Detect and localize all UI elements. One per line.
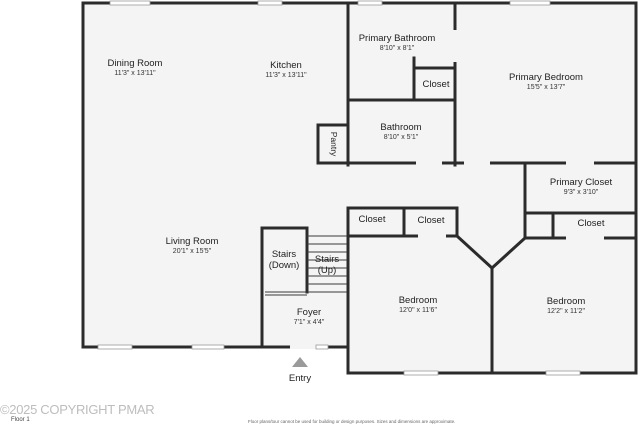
room-stairs-down: Stairs (Down): [269, 249, 300, 271]
room-name-line2: (Up): [317, 265, 337, 276]
room-name: Primary Bathroom: [358, 33, 436, 44]
room-name: Closet: [577, 218, 605, 229]
room-kitchen: Kitchen 11'3" x 13'11": [265, 60, 306, 80]
room-name: Closet: [417, 215, 445, 226]
room-name: Dining Room: [107, 58, 163, 69]
entry-label: Entry: [288, 373, 312, 384]
room-dimensions: 8'10" x 8'1": [379, 45, 415, 52]
room-dimensions: 7'1" x 4'4": [293, 319, 325, 326]
room-name-line2: (Down): [268, 260, 300, 271]
room-stairs-up: Stairs (Up): [315, 254, 339, 276]
room-closet-right: Closet: [578, 218, 605, 229]
entry-arrow-icon: [292, 357, 308, 367]
room-closet-mid: Closet: [418, 215, 445, 226]
room-living-room: Living Room 20'1" x 15'5": [166, 236, 219, 256]
room-dimensions: 11'3" x 13'11": [265, 72, 307, 79]
stair-treads: [265, 235, 347, 296]
room-primary-closet: Primary Closet 9'3" x 3'10": [550, 177, 612, 197]
disclaimer-text: Floor plans/tour cannot be used for buil…: [248, 419, 456, 424]
copyright-watermark: ©2025 COPYRIGHT PMAR: [0, 402, 155, 417]
room-primary-bathroom: Primary Bathroom 8'10" x 8'1": [359, 33, 436, 53]
floor-label: Floor 1: [11, 417, 30, 423]
room-dimensions: 15'5" x 13'7": [526, 84, 566, 91]
room-name: Closet: [422, 79, 450, 90]
room-dimensions: 11'3" x 13'11": [114, 70, 156, 77]
room-dimensions: 12'0" x 11'6": [399, 307, 437, 314]
room-name: Bedroom: [398, 295, 438, 306]
room-primary-bedroom: Primary Bedroom 15'5" x 13'7": [509, 72, 583, 92]
room-name: Closet: [358, 214, 386, 225]
room-closet-left: Closet: [359, 214, 386, 225]
room-name: Kitchen: [270, 60, 302, 71]
room-name: Primary Closet: [549, 177, 613, 188]
room-name-line1: Stairs: [271, 249, 297, 260]
room-closet-primary-bath: Closet: [423, 79, 450, 90]
floor-fills: [83, 3, 636, 373]
room-bathroom: Bathroom 8'10" x 5'1": [380, 122, 421, 142]
room-dimensions: 12'2" x 11'2": [547, 308, 585, 315]
room-name: Bedroom: [546, 296, 586, 307]
windows: [97, 0, 581, 376]
room-foyer: Foyer 7'1" x 4'4": [294, 307, 325, 327]
room-dimensions: 8'10" x 5'1": [383, 134, 419, 141]
room-name-line1: Stairs: [314, 254, 340, 265]
room-dining-room: Dining Room 11'3" x 13'11": [108, 58, 163, 78]
room-dimensions: 20'1" x 15'5": [172, 248, 212, 255]
room-name: Foyer: [296, 307, 322, 318]
room-bedroom-left: Bedroom 12'0" x 11'6": [399, 295, 438, 315]
room-pantry: Pantry: [329, 131, 339, 157]
room-name: Primary Bedroom: [509, 72, 583, 83]
room-name: Living Room: [165, 236, 219, 247]
room-dimensions: 9'3" x 3'10": [563, 189, 599, 196]
room-name: Bathroom: [380, 122, 422, 133]
room-bedroom-right: Bedroom 12'2" x 11'2": [547, 296, 586, 316]
door-openings: [290, 30, 604, 349]
